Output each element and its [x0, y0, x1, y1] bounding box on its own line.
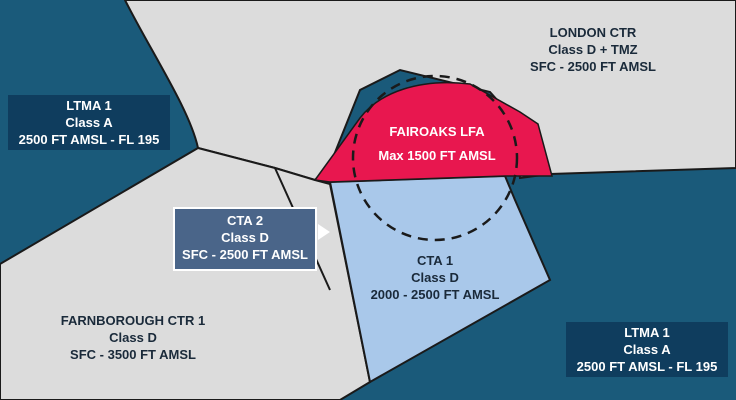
london-ctr-limits: SFC - 2500 FT AMSL — [530, 59, 656, 74]
ltma-south-east-label: LTMA 1 Class A 2500 FT AMSL - FL 195 — [566, 322, 728, 377]
ltma-west-name: LTMA 1 — [66, 98, 112, 113]
ltma-west-label: LTMA 1 Class A 2500 FT AMSL - FL 195 — [8, 95, 170, 150]
farnborough-ctr-label: FARNBOROUGH CTR 1 Class D SFC - 3500 FT … — [48, 312, 218, 363]
fairoaks-lfa-name: FAIROAKS LFA — [389, 124, 485, 139]
cta-2-class: Class D — [221, 230, 269, 245]
cta-1-label: CTA 1 Class D 2000 - 2500 FT AMSL — [360, 252, 510, 303]
cta-2-box — [173, 207, 317, 271]
ltma-south-east-limits: 2500 FT AMSL - FL 195 — [576, 359, 718, 374]
cta-1-limits: 2000 - 2500 FT AMSL — [370, 287, 500, 302]
london-ctr-class: Class D + TMZ — [548, 42, 638, 57]
ltma-south-east-class: Class A — [623, 342, 671, 357]
farnborough-ctr-limits: SFC - 3500 FT AMSL — [70, 347, 196, 362]
cta-1-class: Class D — [411, 270, 459, 285]
london-ctr-name: LONDON CTR — [549, 25, 637, 40]
cta-1-name: CTA 1 — [416, 253, 454, 268]
cta-2-limits: SFC - 2500 FT AMSL — [182, 247, 308, 262]
cta-2-pointer — [318, 224, 330, 240]
cta-2-name: CTA 2 — [226, 213, 264, 228]
ltma-south-east-name: LTMA 1 — [624, 325, 670, 340]
london-ctr-label: LONDON CTR Class D + TMZ SFC - 2500 FT A… — [518, 24, 668, 75]
ltma-west-limits: 2500 FT AMSL - FL 195 — [18, 132, 160, 147]
cta-2-label: CTA 2 Class D SFC - 2500 FT AMSL — [174, 212, 316, 263]
fairoaks-lfa-label: FAIROAKS LFA Max 1500 FT AMSL — [362, 120, 512, 168]
ltma-west-class: Class A — [65, 115, 113, 130]
fairoaks-lfa-limits: Max 1500 FT AMSL — [378, 148, 496, 163]
farnborough-ctr-name: FARNBOROUGH CTR 1 — [60, 313, 206, 328]
farnborough-ctr-class: Class D — [109, 330, 157, 345]
atz-dashed-circle — [351, 74, 519, 242]
